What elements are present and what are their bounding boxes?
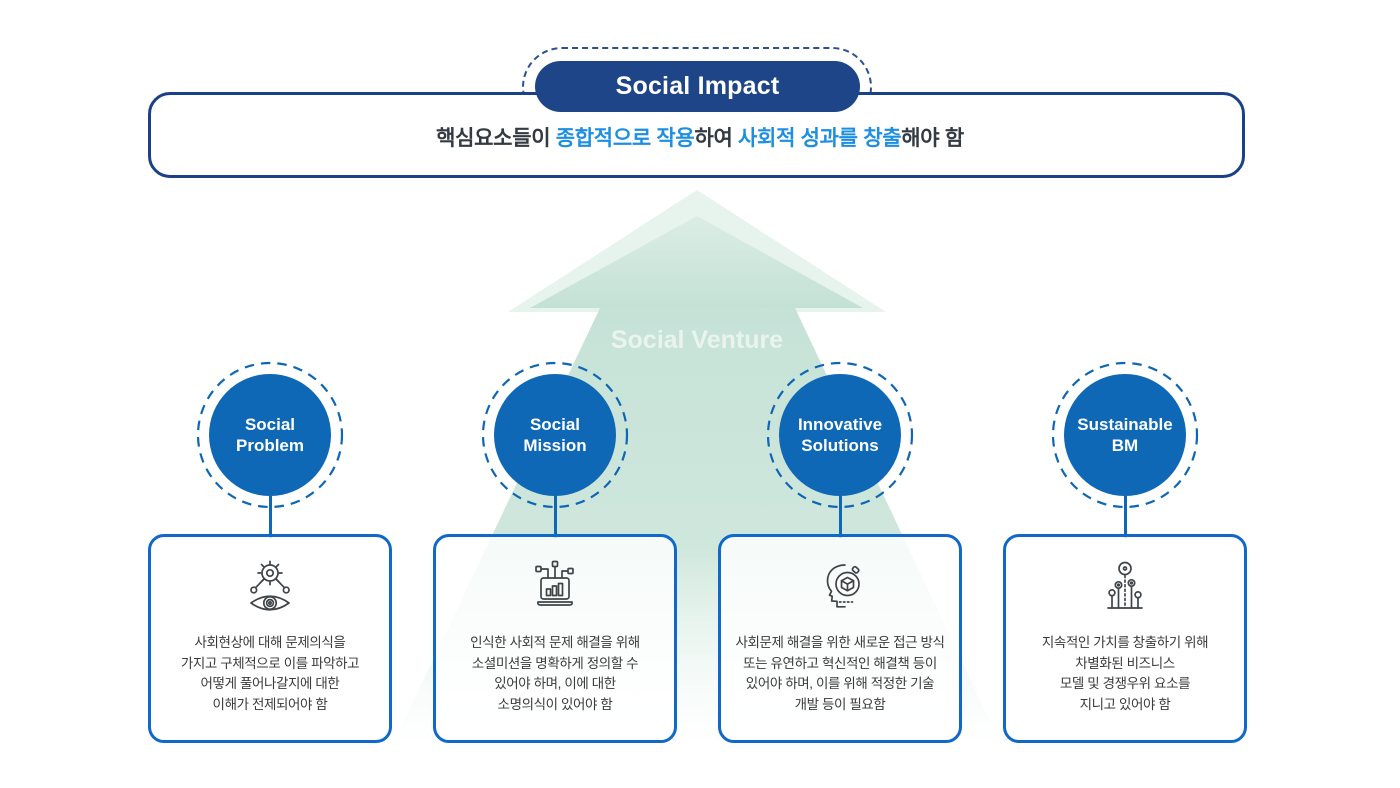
circle-sustainable-bm: Sustainable BM [1050,360,1200,510]
circle-innovative-solutions: Innovative Solutions [765,360,915,510]
card-text-line: 지속적인 가치를 창출하기 위해 [1041,635,1209,650]
circle-label-line: Sustainable [1077,415,1173,434]
circle-graphic [481,361,629,509]
circle-label-line: BM [1111,436,1139,455]
circle-graphic [196,361,344,509]
column-social-mission: Social Mission [433,360,677,750]
card-text-line: 소셜미션을 명확하게 정의할 수 [471,655,639,671]
card-innovative-solutions: 사회문제 해결을 위한 새로운 접근 방식 또는 유연하고 혁신적인 해결책 등… [718,534,962,743]
circle-graphic [1051,361,1199,509]
card-text-line: 가지고 구체적으로 이를 파악하고 [180,655,360,671]
card-text-line: 또는 유연하고 혁신적인 해결책 등이 [743,655,937,671]
card-text-line: 이해가 전제되어야 함 [212,696,328,712]
card-text-line: 인식한 사회적 문제 해결을 위해 [470,635,640,650]
card-text-line: 사회현상에 대해 문제의식을 [194,635,346,650]
card-text-line: 있어야 하며, 이에 대한 [494,676,616,691]
circle-label-line: Solutions [801,436,879,455]
connector-line [553,496,557,538]
circle-label-line: Social [244,415,296,434]
banner-segment: 핵심요소들이 [436,127,556,150]
banner-text: 핵심요소들이 종합적으로 작용하여 사회적 성과를 창출해야 함 [0,122,1400,152]
card-text-line: 소명의식이 있어야 함 [497,696,613,712]
circle-label-line: Innovative [797,415,883,434]
card-text-line: 어떻게 풀어나갈지에 대한 [200,676,340,691]
circle-label: Social Problem [195,360,345,510]
arrow-label: Social Venture [611,326,783,354]
social-impact-pill: Social Impact [535,61,860,112]
laptop-chart-icon [436,557,674,623]
banner-segment-highlight: 종합적으로 작용 [555,127,695,150]
circle-label: Innovative Solutions [765,360,915,510]
banner-segment-highlight: 사회적 성과를 창출 [738,127,902,150]
card-text-line: 있어야 하며, 이를 위해 적정한 기술 [745,676,935,691]
card-text-line: 모델 및 경쟁우위 요소를 [1059,676,1191,691]
card-sustainable-bm: 지속적인 가치를 창출하기 위해 차별화된 비즈니스 모델 및 경쟁우위 요소를… [1003,534,1247,743]
circle-graphic [766,361,914,509]
arrow-head [530,216,863,308]
head-idea-icon [721,557,959,623]
social-impact-label: Social Impact [615,72,780,100]
gear-eye-icon [151,557,389,623]
column-sustainable-bm: Sustainable BM [1003,360,1247,750]
circle-label: Sustainable BM [1050,360,1200,510]
column-innovative-solutions: Innovative Solutions 사회문제 해결 [718,360,962,750]
circle-label-line: Mission [523,436,587,455]
card-text-line: 지니고 있어야 함 [1079,696,1171,712]
growth-circuit-icon [1006,557,1244,623]
card-social-mission: 인식한 사회적 문제 해결을 위해 소셜미션을 명확하게 정의할 수 있어야 하… [433,534,677,743]
circle-label: Social Mission [480,360,630,510]
circle-label-line: Problem [235,436,305,455]
circle-label-line: Social [529,415,581,434]
card-text-line: 차별화된 비즈니스 [1075,655,1175,671]
card-social-problem: 사회현상에 대해 문제의식을 가지고 구체적으로 이를 파악하고 어떻게 풀어나… [148,534,392,743]
card-text-line: 개발 등이 필요함 [794,696,886,712]
card-text: 사회현상에 대해 문제의식을 가지고 구체적으로 이를 파악하고 어떻게 풀어나… [151,633,389,715]
connector-line [838,496,842,538]
connector-line [1123,496,1127,538]
circle-social-problem: Social Problem [195,360,345,510]
card-text: 지속적인 가치를 창출하기 위해 차별화된 비즈니스 모델 및 경쟁우위 요소를… [1006,633,1244,715]
connector-line [268,496,272,538]
card-text: 사회문제 해결을 위한 새로운 접근 방식 또는 유연하고 혁신적인 해결책 등… [721,633,959,715]
column-social-problem: Social Problem [148,360,392,750]
card-text-line: 사회문제 해결을 위한 새로운 접근 방식 [735,635,945,650]
banner-segment: 해야 함 [901,127,964,150]
card-text: 인식한 사회적 문제 해결을 위해 소셜미션을 명확하게 정의할 수 있어야 하… [436,633,674,715]
circle-social-mission: Social Mission [480,360,630,510]
banner-segment: 하여 [694,127,739,150]
